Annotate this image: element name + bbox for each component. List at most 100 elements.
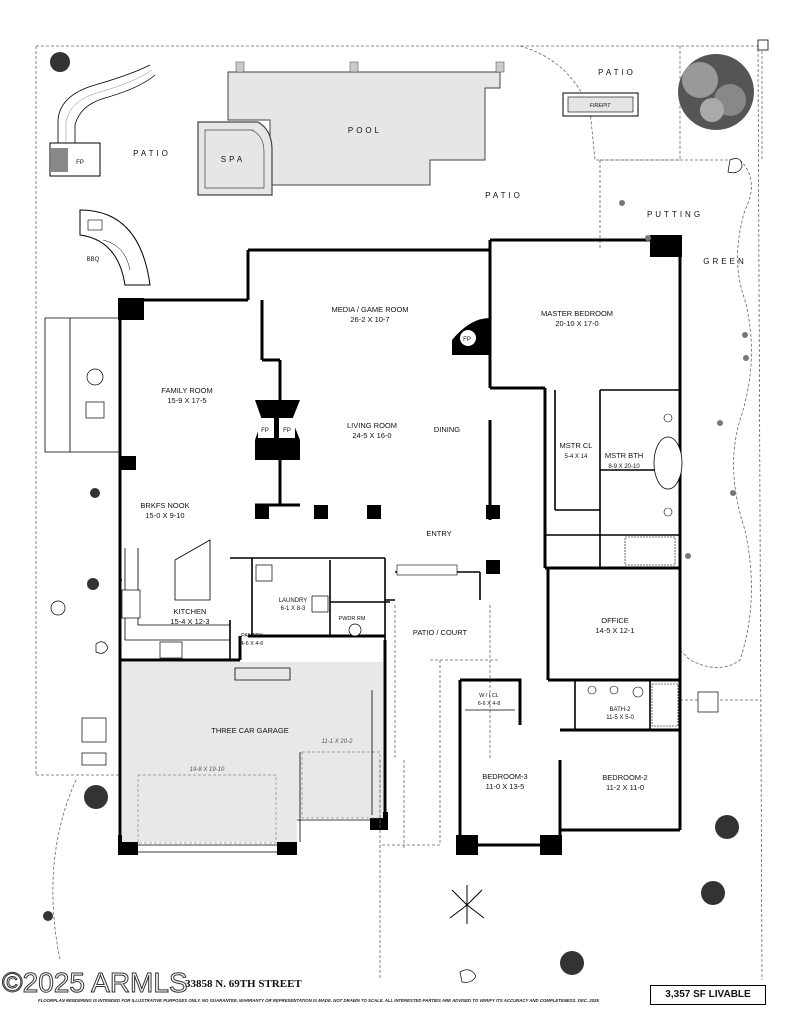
patio-table-square bbox=[85, 401, 105, 419]
putting-hole bbox=[717, 420, 723, 426]
label-family-dim: 15-9 X 17-5 bbox=[167, 396, 206, 405]
label-media-dim: 26-2 X 10-7 bbox=[350, 315, 389, 324]
column bbox=[540, 835, 562, 855]
garage-bay bbox=[137, 774, 277, 844]
label-office-dim: 14-5 X 12-1 bbox=[595, 626, 634, 635]
label-garage: THREE CAR GARAGE bbox=[211, 726, 289, 735]
tree bbox=[84, 785, 108, 809]
label-brkfs-nook: BRKFS NOOK bbox=[140, 501, 189, 510]
label-media-room: MEDIA / GAME ROOM bbox=[331, 305, 408, 314]
label-office: OFFICE bbox=[601, 616, 629, 625]
side-yard-right bbox=[599, 160, 760, 701]
wall-family bbox=[118, 300, 242, 662]
garage-floor bbox=[122, 662, 383, 842]
pool bbox=[227, 71, 501, 186]
pool-step bbox=[349, 61, 359, 73]
yard-rock bbox=[95, 158, 743, 983]
column bbox=[255, 505, 269, 519]
label-bath2: BATH-2 bbox=[610, 707, 632, 713]
column bbox=[456, 835, 478, 855]
tree bbox=[560, 951, 584, 975]
label-fp-b: FP bbox=[283, 428, 291, 434]
wall-bath2 bbox=[574, 680, 651, 730]
tree bbox=[701, 881, 725, 905]
shrub bbox=[87, 578, 99, 590]
garage-steps bbox=[234, 667, 291, 681]
master-sink bbox=[663, 507, 673, 517]
shrub bbox=[90, 488, 100, 498]
yard-line-top bbox=[519, 45, 681, 161]
entry-door bbox=[396, 564, 458, 576]
wall-interior bbox=[545, 389, 680, 568]
label-wicl: W / I CL bbox=[479, 693, 499, 699]
fireplace-b bbox=[279, 418, 295, 438]
side-patio bbox=[44, 317, 121, 453]
label-spa: SPA bbox=[221, 155, 245, 164]
label-patio-top: PATIO bbox=[598, 68, 636, 77]
fireplace-a bbox=[258, 418, 274, 438]
street-address: 33858 N. 69TH STREET bbox=[185, 978, 302, 990]
wall-garage bbox=[118, 634, 387, 850]
garage-doors bbox=[138, 819, 370, 853]
front-walk bbox=[379, 659, 500, 980]
label-mstr-bth-dim: 8-9 X 20-10 bbox=[608, 464, 640, 470]
label-garage-dim-b: 19-8 X 19-10 bbox=[190, 767, 225, 773]
pool-step bbox=[235, 61, 245, 73]
label-wicl-dim: 6-6 X 4-8 bbox=[478, 701, 501, 707]
corner-marker bbox=[757, 39, 769, 51]
media-fireplace-opening bbox=[460, 330, 476, 346]
tree bbox=[715, 815, 739, 839]
label-fp-a: FP bbox=[261, 428, 269, 434]
label-patio-mid: PATIO bbox=[485, 191, 523, 200]
label-bbq: BBQ bbox=[87, 257, 100, 263]
label-bedroom2: BEDROOM-2 bbox=[602, 773, 647, 782]
putting-hole bbox=[730, 490, 736, 496]
washer bbox=[255, 564, 273, 582]
label-brkfs-dim: 15-0 X 9-10 bbox=[145, 511, 184, 520]
bath2-sink bbox=[587, 685, 597, 695]
master-sink bbox=[663, 413, 673, 423]
patio-court bbox=[379, 605, 491, 850]
label-laundry: LAUNDRY bbox=[279, 598, 308, 604]
double-fireplace bbox=[255, 400, 300, 460]
label-firepit: FIREPIT bbox=[589, 103, 611, 109]
powder-toilet bbox=[348, 623, 362, 637]
column bbox=[120, 456, 136, 470]
putting-hole bbox=[685, 553, 691, 559]
bath2-shower bbox=[651, 683, 679, 727]
putting-green-outline bbox=[600, 159, 752, 668]
bath2-sink bbox=[609, 685, 619, 695]
label-kitchen-dim: 15-4 X 12-3 bbox=[170, 617, 209, 626]
garden-path-inner bbox=[65, 69, 153, 175]
kitchen-counters bbox=[124, 548, 230, 641]
garage-divider bbox=[299, 690, 373, 842]
spa-inner bbox=[204, 129, 265, 189]
column bbox=[314, 505, 328, 519]
label-family-room: FAMILY ROOM bbox=[161, 386, 212, 395]
label-bedroom2-dim: 11-2 X 11-0 bbox=[606, 783, 644, 792]
label-garage-dim-a: 11-1 X 20-2 bbox=[322, 739, 354, 745]
column bbox=[650, 235, 682, 257]
yard-planter bbox=[81, 752, 107, 766]
tree-large bbox=[678, 54, 754, 130]
putting-hole bbox=[743, 355, 749, 361]
label-mstr-cl-dim: 5-4 X 14 bbox=[565, 454, 588, 460]
label-pantry: PANTRY bbox=[241, 633, 263, 639]
label-bath2-dim: 11-5 X 5-0 bbox=[606, 715, 634, 721]
wall-bedroom3 bbox=[458, 678, 562, 847]
yard-pot bbox=[50, 600, 66, 616]
bbq-counter-inner bbox=[102, 239, 131, 271]
label-pwdr-rm: PWDR RM bbox=[339, 616, 366, 622]
label-kitchen: KITCHEN bbox=[174, 607, 207, 616]
column bbox=[486, 560, 500, 574]
livable-sf-box: 3,357 SF LIVABLE bbox=[650, 985, 766, 1005]
dryer bbox=[311, 595, 329, 613]
left-yard-line bbox=[36, 774, 120, 961]
label-entry: ENTRY bbox=[426, 529, 451, 538]
column bbox=[367, 505, 381, 519]
putting-hole bbox=[645, 235, 651, 241]
garden-path bbox=[57, 64, 156, 175]
label-dining: DINING bbox=[434, 425, 460, 434]
agave bbox=[449, 885, 485, 924]
label-mstr-cl: MSTR CL bbox=[560, 441, 593, 450]
